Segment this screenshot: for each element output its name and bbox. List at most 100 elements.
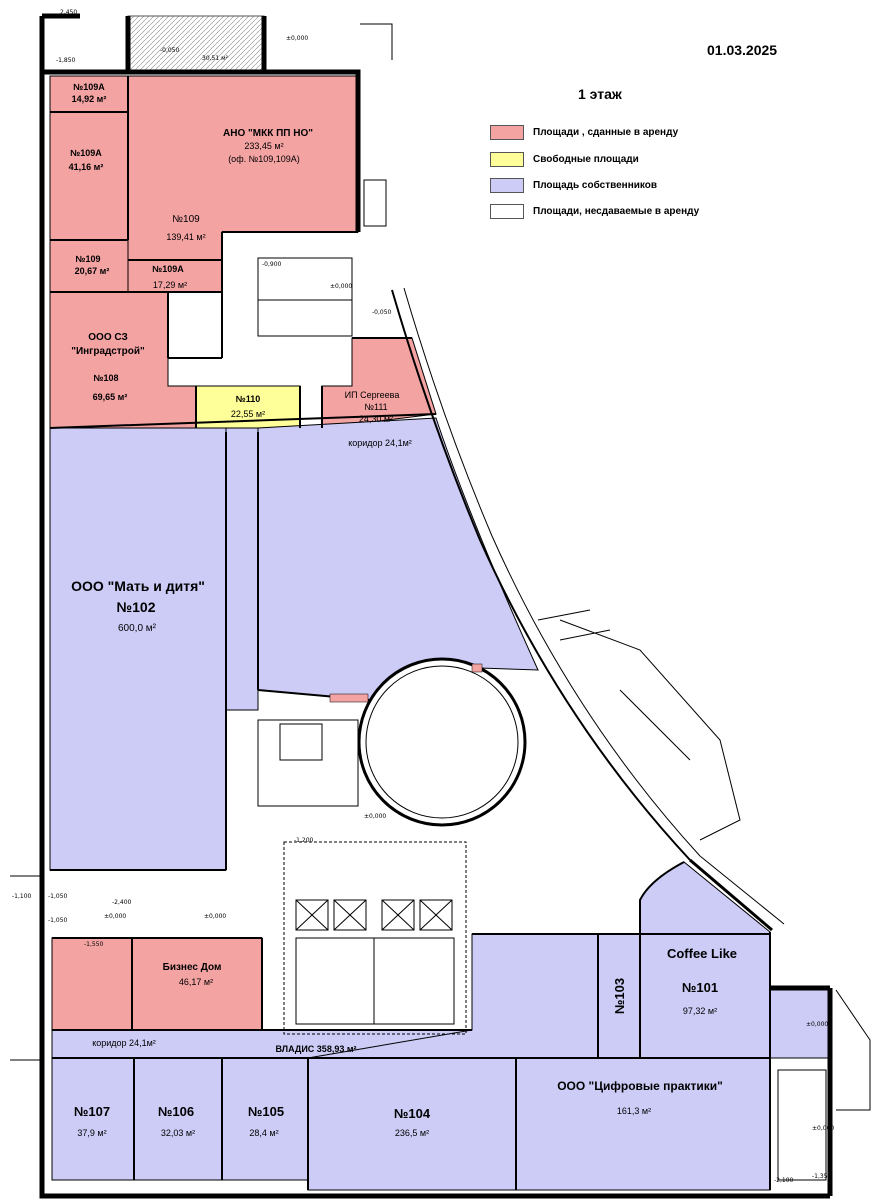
- label-108-2: "Инградстрой": [71, 346, 145, 357]
- mark-20: -2,100: [774, 1177, 794, 1184]
- mark-1: 2,450: [60, 9, 77, 16]
- room-103: [597, 933, 641, 1059]
- legend-label-owners: Площадь собственников: [533, 179, 658, 191]
- mark-17: -1,550: [84, 941, 104, 948]
- label-111-3: 24,30 м²: [359, 414, 393, 424]
- label-106-2: 32,03 м²: [161, 1128, 195, 1138]
- label-102-3: 600,0 м²: [118, 623, 157, 634]
- label-109a-left-2: 41,16 м²: [69, 162, 104, 172]
- label-vladis: ВЛАДИС 358,93 м²: [276, 1044, 357, 1054]
- label-corridor-bot: коридор 24,1м²: [92, 1038, 156, 1048]
- label-110-1: №110: [236, 394, 261, 404]
- curved-facade: [391, 287, 785, 932]
- label-105-2: 28,4 м²: [249, 1128, 278, 1138]
- label-111-1: ИП Сергеева: [345, 390, 400, 400]
- plan-date: 01.03.2025: [707, 42, 778, 58]
- legend-label-free: Свободные площади: [533, 153, 639, 165]
- legend-swatch-nonrent: [490, 203, 524, 219]
- label-mkk-2: 233,45 м²: [244, 141, 283, 151]
- legend-swatch-free: [490, 151, 524, 167]
- label-102-1: ООО "Мать и дитя": [71, 578, 205, 594]
- room-cifr: [515, 1057, 771, 1191]
- label-109a-top-1: №109А: [73, 82, 105, 92]
- room-109a-mid: [127, 259, 223, 293]
- label-cifr-2: 161,3 м²: [617, 1106, 651, 1116]
- legend-item-free: Свободные площади: [490, 151, 639, 167]
- label-101-1: Coffee Like: [667, 946, 737, 961]
- label-101-3: 97,32 м²: [683, 1006, 717, 1016]
- room-107: [51, 1057, 135, 1181]
- label-103: №103: [612, 978, 627, 1014]
- label-109a-mid-2: 17,29 м²: [153, 280, 187, 290]
- label-101-2: №101: [682, 980, 718, 995]
- label-110-2: 22,55 м²: [231, 409, 265, 419]
- room-biz-right: [131, 937, 263, 1031]
- mark-5: -1,850: [56, 57, 76, 64]
- mark-18: ±0,000: [806, 1021, 828, 1028]
- label-104-1: №104: [394, 1106, 431, 1121]
- room-108: [49, 291, 197, 429]
- mark-12: ±0,000: [104, 913, 126, 920]
- label-111-2: №111: [364, 402, 387, 412]
- stairs-core: [10, 23, 871, 1181]
- floor-title: 1 этаж: [578, 86, 622, 102]
- terrace-area: [127, 15, 265, 73]
- mark-8: -0,050: [372, 309, 392, 316]
- label-biz-2: 46,17 м²: [179, 977, 213, 987]
- label-109-big-2: 139,41 м²: [166, 232, 205, 242]
- room-105: [221, 1057, 309, 1181]
- mark-9: -1,100: [12, 893, 32, 900]
- corridor-top-strip: [225, 427, 259, 711]
- mark-10: -1,050: [48, 893, 68, 900]
- label-biz-1: Бизнес Дом: [163, 962, 222, 973]
- mark-21: ±0,000: [812, 1125, 834, 1132]
- rotunda: [329, 657, 527, 827]
- label-108-4: 69,65 м²: [93, 392, 128, 402]
- label-106-1: №106: [158, 1104, 194, 1119]
- room-109a-left: [49, 111, 129, 241]
- label-109-small-2: 20,67 м²: [75, 266, 110, 276]
- room-109-small: [49, 239, 129, 293]
- outer-walls: [39, 13, 833, 1199]
- label-109-small-1: №109: [75, 254, 100, 264]
- label-109a-left-1: №109А: [70, 148, 102, 158]
- label-109a-top-2: 14,92 м²: [72, 94, 107, 104]
- label-108-3: №108: [93, 373, 118, 383]
- room-fills: [49, 15, 829, 1191]
- label-102-2: №102: [117, 599, 156, 615]
- mark-2: -0,050: [160, 47, 180, 54]
- legend-item-rented: Площади , сданные в аренду: [490, 124, 678, 140]
- label-cifr-1: ООО "Цифровые практики": [557, 1079, 723, 1093]
- mark-15: -1,200: [294, 837, 314, 844]
- mark-14: ±0,000: [204, 913, 226, 920]
- mark-4: ±0,000: [286, 35, 308, 42]
- label-107-2: 37,9 м²: [77, 1128, 106, 1138]
- inner-walls: [49, 76, 771, 1190]
- mark-7: ±0,000: [330, 283, 352, 290]
- legend-swatch-rented: [490, 124, 524, 140]
- legend-label-nonrent: Площади, несдаваемые в аренду: [533, 205, 700, 217]
- mark-6: -0,900: [262, 261, 282, 268]
- mark-19: -1,350: [812, 1173, 832, 1180]
- label-105-1: №105: [248, 1104, 284, 1119]
- legend-item-nonrent: Площади, несдаваемые в аренду: [490, 203, 699, 219]
- room-labels: №109А 14,92 м² АНО "МКК ПП НО" 233,45 м²…: [69, 82, 737, 1138]
- mark-11: -2,400: [112, 899, 132, 906]
- room-102: [49, 427, 227, 871]
- label-107-1: №107: [74, 1104, 110, 1119]
- room-102-east: [257, 417, 539, 701]
- mark-16: ±0,000: [364, 813, 386, 820]
- label-109a-mid-1: №109А: [152, 264, 184, 274]
- room-106: [133, 1057, 223, 1181]
- mark-3: 30,51 м²: [202, 55, 229, 62]
- label-109-big-1: №109: [172, 214, 200, 225]
- label-mkk-3: (оф. №109,109А): [228, 154, 300, 164]
- label-108-1: ООО СЗ: [88, 332, 127, 343]
- level-marks: 2,450 -0,050 30,51 м² ±0,000 -1,850 -0,9…: [12, 9, 834, 1184]
- room-biz-left: [51, 937, 133, 1031]
- mark-13: -1,050: [48, 917, 68, 924]
- room-101-annex: [769, 987, 829, 1059]
- label-corridor-top: коридор 24,1м²: [348, 438, 412, 448]
- label-104-2: 236,5 м²: [395, 1128, 429, 1138]
